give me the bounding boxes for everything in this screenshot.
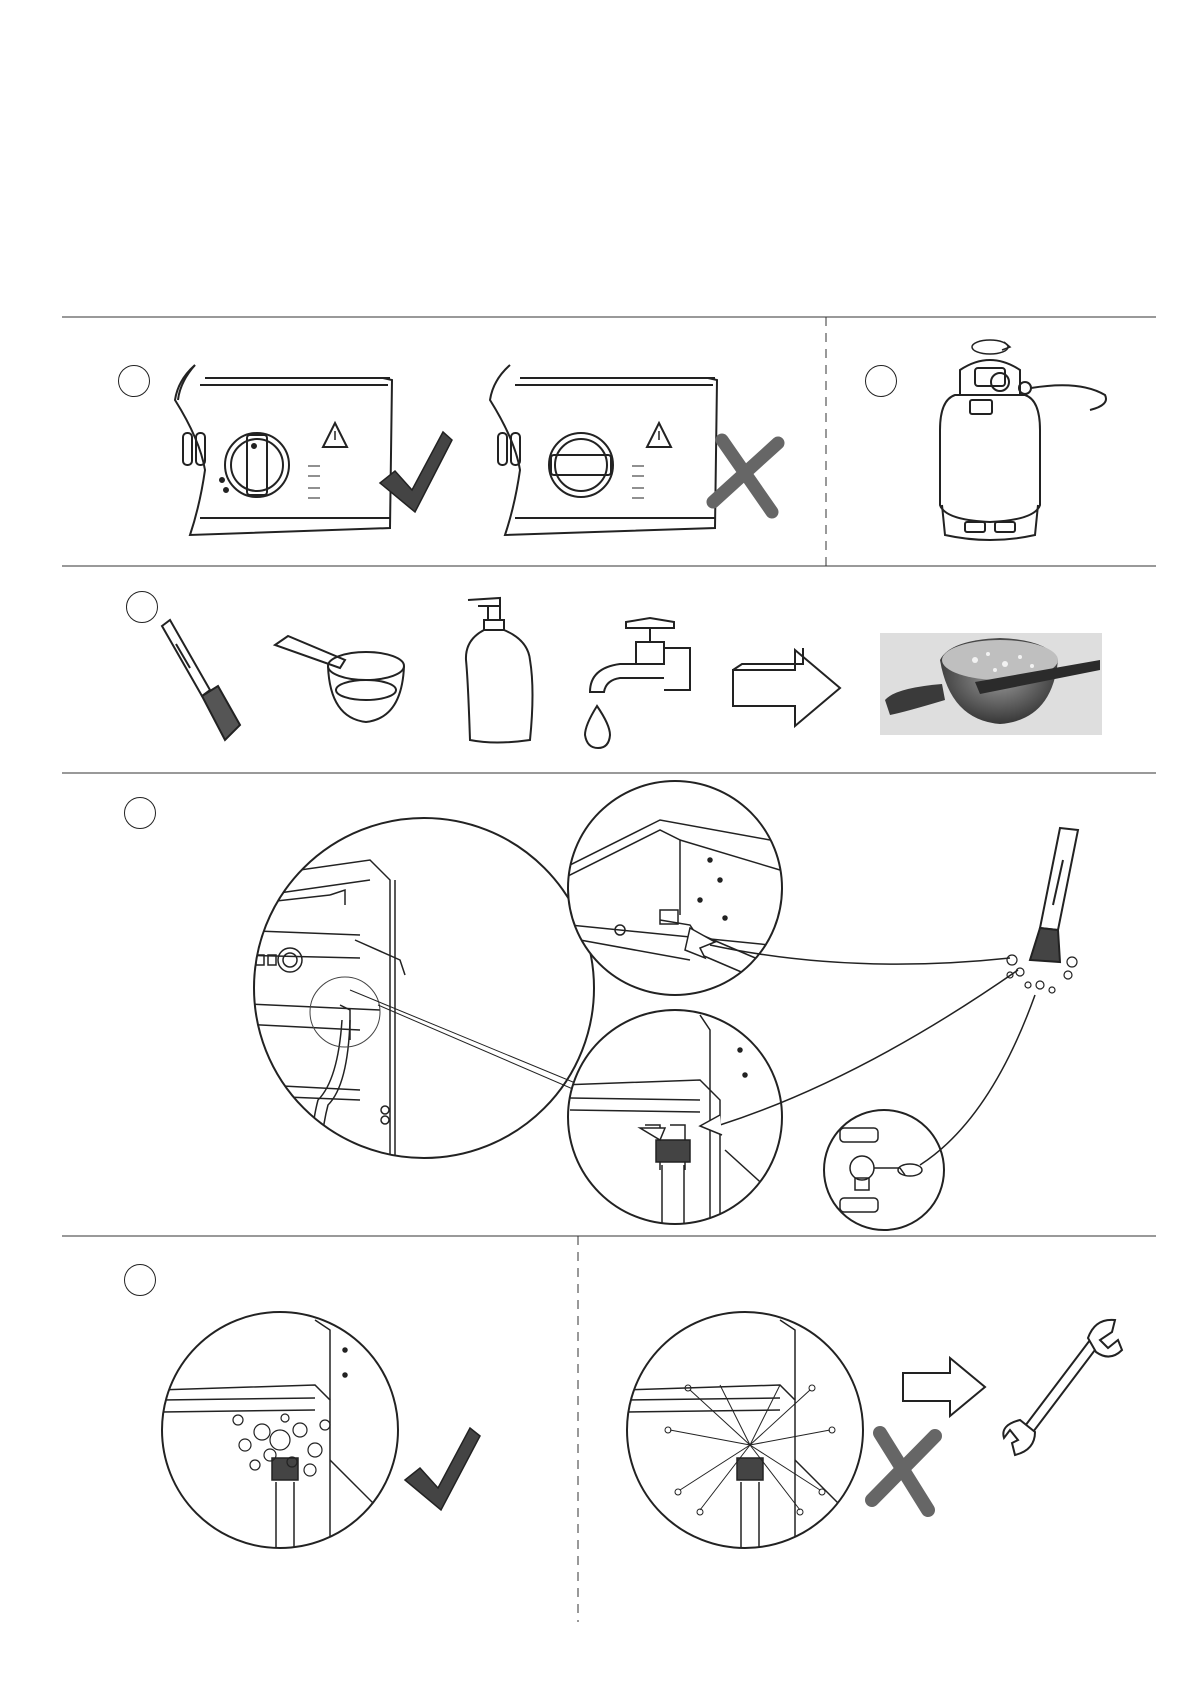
arrow-right-icon [733, 648, 840, 726]
water-drop-icon [585, 706, 610, 748]
check-mark-icon [405, 1428, 480, 1510]
control-knob-on-icon [551, 455, 611, 475]
zoom-regulator-top-circle [560, 781, 782, 995]
basting-brush-icon [1030, 828, 1078, 962]
cross-mark-icon [872, 1433, 935, 1510]
control-panel-correct [175, 365, 392, 535]
arrow-right-icon [903, 1358, 985, 1416]
gas-cylinder-icon [940, 360, 1106, 540]
zoom-regulator-bottom-circle [560, 1010, 782, 1230]
zoom-cylinder-valve-circle [824, 1110, 944, 1230]
control-knob-off-icon [247, 435, 267, 495]
soapy-water-bowl-icon [880, 633, 1102, 735]
wrench-icon [1003, 1320, 1122, 1455]
basting-brush-icon [162, 620, 240, 740]
saucepan-icon [275, 636, 404, 722]
no-leak-circle [160, 1312, 398, 1560]
control-panel-incorrect [490, 365, 717, 535]
water-tap-icon [590, 618, 690, 692]
leak-detected-circle [625, 1312, 863, 1560]
soap-bottle-icon [466, 598, 533, 743]
rotate-arrow-icon [972, 340, 1010, 354]
grill-overview-circle [160, 818, 594, 1200]
cross-mark-icon [713, 440, 778, 512]
